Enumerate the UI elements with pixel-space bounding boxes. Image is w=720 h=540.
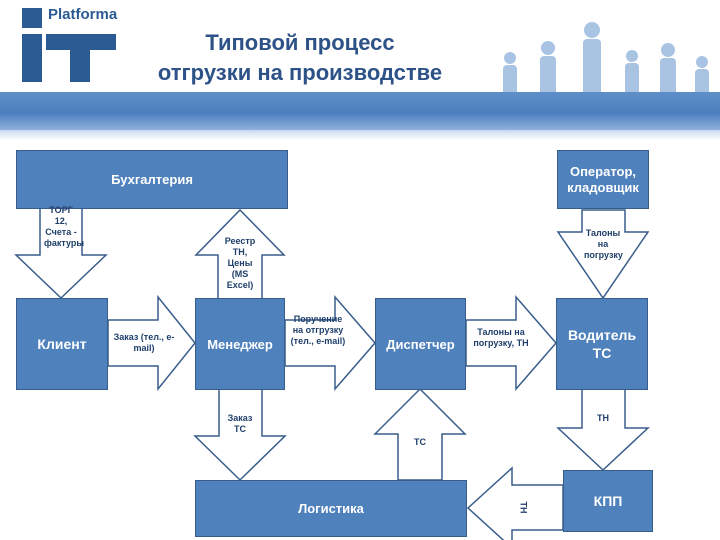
edge-label-manager-to-logistics: Заказ ТС: [227, 413, 253, 434]
arrow-accounting-to-client: [14, 207, 108, 300]
edge-label-driver-to-checkpoint: ТН: [597, 413, 609, 423]
node-logistics: Логистика: [195, 480, 467, 537]
node-checkpoint-label: КПП: [593, 493, 623, 509]
node-client: Клиент: [16, 298, 108, 390]
arrow-client-to-manager: [107, 294, 196, 392]
page-title: Типовой процесс отгрузки на производстве: [110, 28, 490, 88]
edge-label-logistics-to-dispatcher: ТС: [414, 437, 426, 447]
node-checkpoint: КПП: [563, 470, 653, 532]
node-client-label: Клиент: [37, 336, 87, 352]
node-logistics-label: Логистика: [298, 501, 364, 516]
node-dispatcher-label: Диспетчер: [386, 336, 455, 352]
node-dispatcher: Диспетчер: [375, 298, 466, 390]
node-operator: Оператор, кладовщик: [557, 150, 649, 209]
edge-label-manager-to-dispatcher: Поручение на отгрузку (тел., e-mail): [290, 314, 346, 346]
arrow-checkpoint-to-logistics: [466, 466, 564, 540]
arrow-dispatcher-to-driver: [465, 294, 557, 392]
node-accounting-label: Бухгалтерия: [111, 172, 193, 187]
platforma-it-logo: [22, 8, 116, 82]
node-operator-label: Оператор, кладовщик: [567, 163, 639, 195]
edge-label-operator-to-driver: Талоны на погрузку: [584, 228, 623, 260]
title-line-2: отгрузки на производстве: [157, 60, 443, 85]
node-driver: Водитель ТС: [556, 298, 648, 390]
arrow-driver-to-checkpoint: [556, 388, 650, 472]
arrow-manager-to-logistics: [193, 388, 287, 482]
header-stripe: [0, 92, 720, 130]
edge-label-manager-to-accounting: Реестр ТН, Цены (MS Excel): [224, 236, 256, 290]
edge-label-client-to-manager: Заказ (тел., e-mail): [113, 332, 175, 353]
title-line-1: Типовой процесс: [205, 30, 395, 55]
edge-label-dispatcher-to-driver: Талоны на погрузку, ТН: [473, 327, 529, 348]
edge-label-accounting-to-client: ТОРГ 12, Счета - фактуры: [44, 205, 85, 248]
arrow-logistics-to-dispatcher: [373, 387, 467, 481]
node-accounting: Бухгалтерия: [16, 150, 288, 209]
edge-label-checkpoint-to-logistics: ТН: [518, 501, 529, 514]
node-driver-label: Водитель ТС: [567, 327, 637, 361]
node-manager-label: Менеджер: [207, 336, 273, 352]
node-manager: Менеджер: [195, 298, 285, 390]
arrow-manager-to-dispatcher: [284, 294, 376, 392]
arrow-operator-to-driver: [556, 209, 650, 300]
logo-text: Platforma: [48, 6, 118, 23]
header-stripe-fade: [0, 130, 720, 140]
